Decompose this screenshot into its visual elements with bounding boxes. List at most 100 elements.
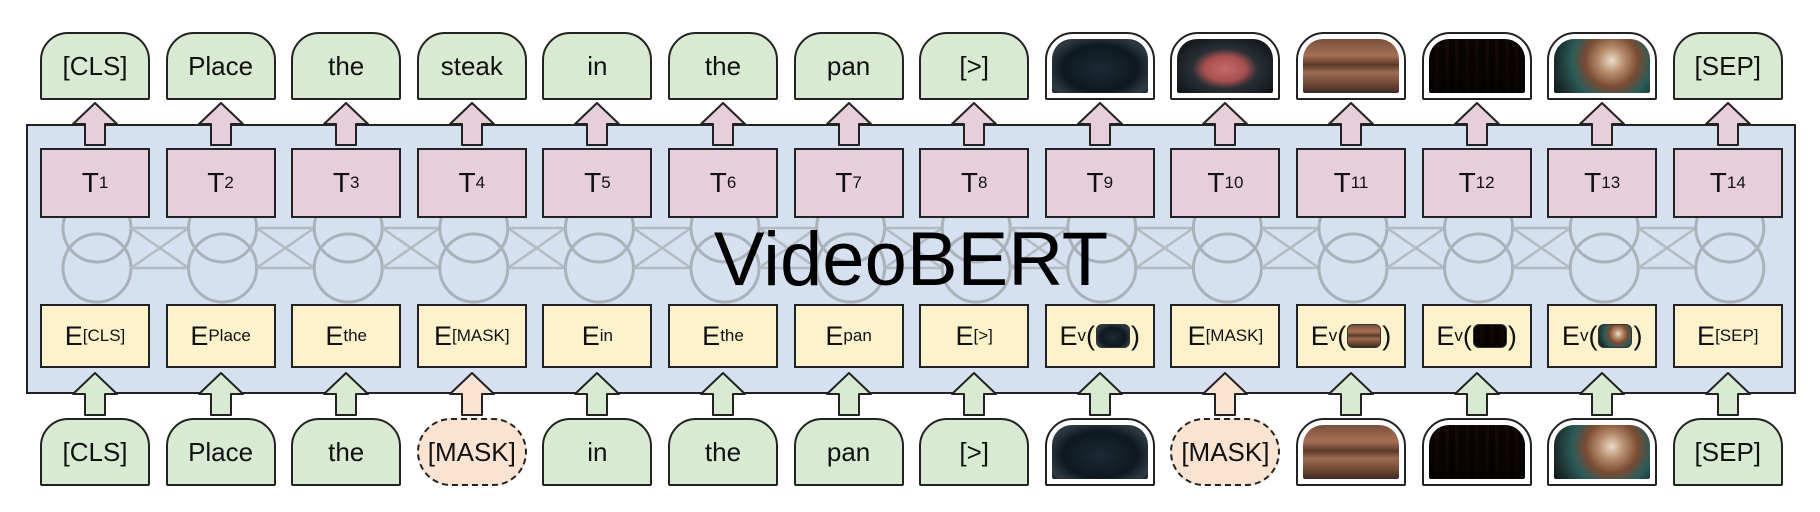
output-text-token: pan <box>793 32 904 100</box>
output-arrow-icon <box>951 102 998 146</box>
e-label: E <box>1187 320 1206 351</box>
e-label: E <box>825 320 844 351</box>
input-text-token: in <box>542 418 653 486</box>
t-label: T <box>1207 167 1225 198</box>
output-text-token: in <box>542 32 653 100</box>
t-index: 13 <box>1601 173 1621 192</box>
t-label: T <box>584 167 602 198</box>
e-subscript: [MASK] <box>1205 326 1264 345</box>
t-index: 9 <box>1103 173 1114 192</box>
e-subscript: v <box>1454 326 1463 345</box>
embedding-box: E[MASK] <box>1170 304 1281 368</box>
output-arrow-icon <box>323 102 370 146</box>
input-arrow-icon <box>1579 372 1626 416</box>
video-frame-thumbnail <box>1177 39 1274 93</box>
t-label: T <box>1584 167 1602 198</box>
input-arrow-icon <box>197 372 244 416</box>
input-text-token: the <box>291 418 402 486</box>
e-label: E <box>64 320 83 351</box>
attention-edge <box>130 226 190 270</box>
output-arrow-icon <box>1704 102 1751 146</box>
output-frame-token <box>1296 32 1406 100</box>
model-title: VideoBERT <box>713 217 1109 302</box>
video-frame-thumbnail <box>1303 425 1399 479</box>
input-text-token: [CLS] <box>40 418 150 486</box>
t-label: T <box>81 167 99 198</box>
e-label: E <box>581 320 600 351</box>
attention-edge <box>1009 226 1069 270</box>
t-index: 5 <box>601 173 611 192</box>
attention-node-icon <box>1694 232 1766 304</box>
attention-edge <box>1386 226 1446 270</box>
input-arrow-icon <box>72 372 118 416</box>
e-label: E <box>955 320 974 351</box>
t-label: T <box>207 167 225 198</box>
t-label: T <box>332 167 350 198</box>
input-arrow-icon <box>323 372 370 416</box>
t-index: 2 <box>224 173 234 192</box>
output-text-token: Place <box>165 32 276 100</box>
video-frame-thumbnail <box>1428 425 1525 479</box>
attention-edge <box>1511 226 1571 270</box>
attention-edge <box>255 226 315 270</box>
mask-input-arrow-icon <box>448 372 495 416</box>
attention-edge <box>632 226 692 270</box>
embedding-box: E[>] <box>919 304 1030 368</box>
e-label: E <box>1561 320 1580 351</box>
output-text-token: the <box>668 32 778 100</box>
attention-edge <box>1260 226 1320 270</box>
input-frame-token <box>1547 418 1658 486</box>
t-index: 12 <box>1475 173 1495 192</box>
e-label: E <box>1436 320 1455 351</box>
video-frame-thumbnail <box>1554 425 1651 479</box>
output-arrow-icon <box>825 102 872 146</box>
t-index: 8 <box>978 173 988 192</box>
t-index: 4 <box>475 173 486 192</box>
mini-frame-thumbnail <box>1096 324 1131 348</box>
input-arrow-icon <box>825 372 872 416</box>
output-text-token: [CLS] <box>40 32 150 100</box>
t-label: T <box>709 167 727 198</box>
e-subscript: the <box>343 326 368 345</box>
e-subscript: the <box>720 326 744 345</box>
e-subscript: pan <box>843 326 872 345</box>
t-index: 6 <box>726 173 737 192</box>
attention-edge <box>507 226 567 270</box>
t-label: T <box>960 167 978 198</box>
output-arrow-icon <box>1453 102 1500 146</box>
video-frame-thumbnail <box>1051 425 1148 479</box>
mask-input-token: [MASK] <box>1170 418 1281 486</box>
t-label: T <box>458 167 476 198</box>
e-label: E <box>702 320 721 351</box>
output-text-token: [>] <box>919 32 1030 100</box>
e-subscript: [>] <box>973 326 993 345</box>
video-frame-thumbnail <box>1303 39 1399 93</box>
t-index: 10 <box>1224 173 1244 192</box>
attention-edge <box>758 226 818 270</box>
t-index: 14 <box>1726 173 1746 192</box>
output-arrow-icon <box>1328 102 1374 146</box>
output-frame-token <box>1421 32 1532 100</box>
mask-input-arrow-icon <box>1202 372 1249 416</box>
input-text-token: Place <box>165 418 276 486</box>
output-arrow-icon <box>448 102 495 146</box>
